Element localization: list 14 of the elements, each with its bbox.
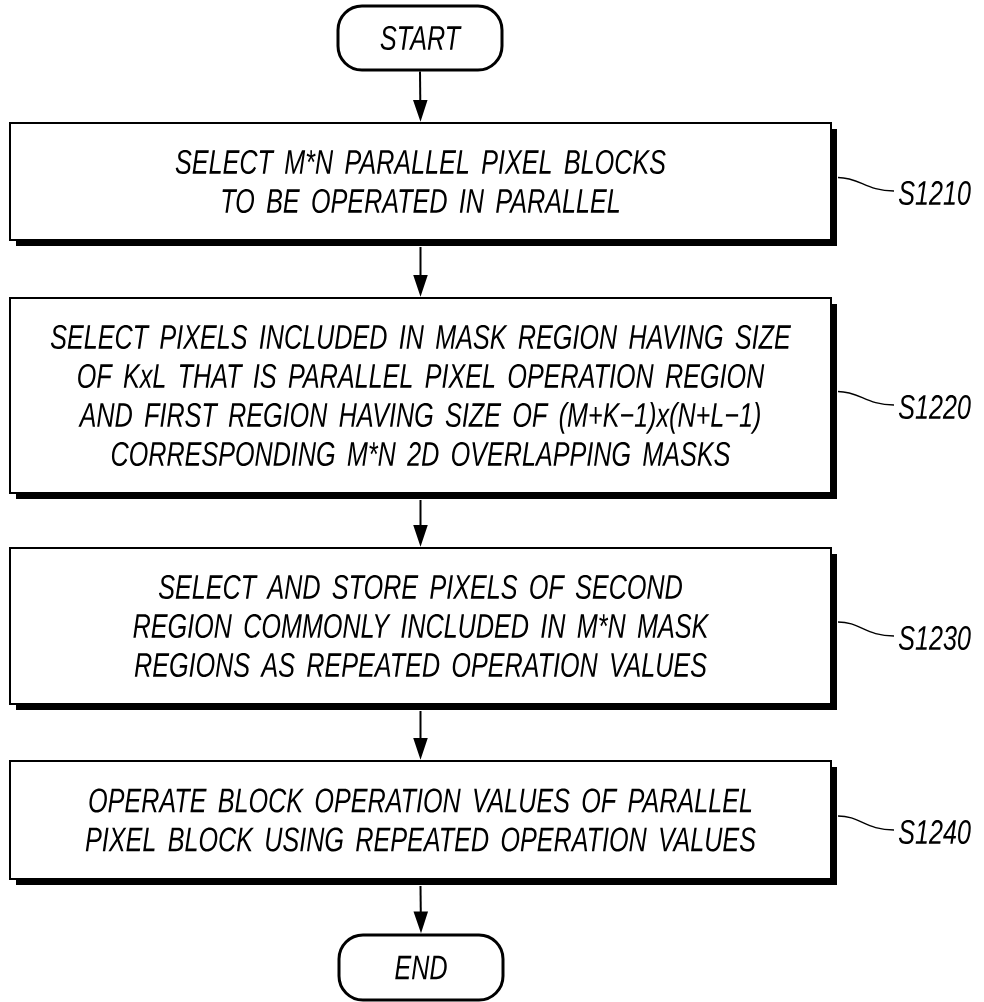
process-box: SELECT AND STORE PIXELS OF SECOND REGION COMMONLY INCLUDED IN M*N MASK REGIONS AS REPEATED OPERATION VALUES: [9, 547, 837, 710]
step-number: S1220: [898, 394, 971, 420]
step-number: S1210: [898, 180, 971, 206]
step-number: S1230: [898, 625, 971, 651]
leader-line: [837, 176, 895, 192]
leader-line: [837, 390, 895, 406]
terminator: END: [337, 933, 505, 1002]
step-number: S1240: [898, 819, 971, 845]
process-box: SELECT M*N PARALLEL PIXEL BLOCKS TO BE OPERATED IN PARALLEL: [9, 122, 837, 246]
terminator: START: [336, 4, 504, 72]
process-box: SELECT PIXELS INCLUDED IN MASK REGION HAVING SIZE OF KxL THAT IS PARALLEL PIXEL OPERATION REGION AND FIRST REGION HAVING SIZE OF (M+K−1)x(N+L−1) CORRESPONDING M*N 2D OVERLAPPING MASKS: [9, 297, 837, 499]
leader-line: [837, 815, 895, 831]
process-box: OPERATE BLOCK OPERATION VALUES OF PARALLEL PIXEL BLOCK USING REPEATED OPERATION VALUES: [9, 760, 837, 885]
leader-line: [837, 621, 895, 637]
